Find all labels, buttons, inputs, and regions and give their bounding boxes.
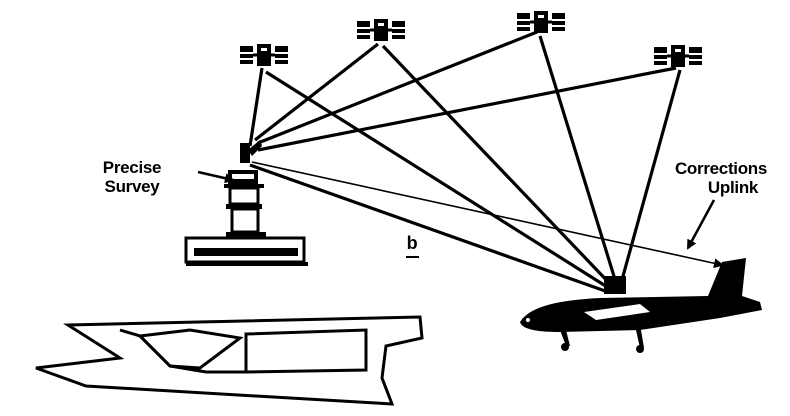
signal-line <box>618 69 682 288</box>
satellite-icon <box>355 17 407 43</box>
satellite-icon <box>652 43 704 69</box>
signal-line <box>248 67 264 147</box>
signal-line <box>254 42 379 142</box>
figure-letter: b <box>406 233 418 253</box>
satellite-icon <box>238 42 290 68</box>
signal-line <box>257 66 677 152</box>
runway-icon <box>35 315 424 406</box>
corrections-uplink-label: Corrections Uplink <box>660 159 782 197</box>
aircraft-icon <box>520 258 762 353</box>
satellite-icon <box>515 9 567 35</box>
precise-survey-label-line: Survey <box>104 177 160 196</box>
signal-line <box>249 163 609 294</box>
control-tower-icon <box>184 140 308 266</box>
precise-survey-label-line: Precise <box>102 158 162 177</box>
survey-pointer-arrow <box>197 170 235 184</box>
precise-survey-label: Precise Survey <box>88 158 176 196</box>
corrections-uplink-label-line: Uplink <box>707 178 759 197</box>
signal-line <box>381 44 616 290</box>
signal-lines <box>248 30 682 294</box>
signal-line <box>265 70 613 292</box>
uplink-pointer-arrow <box>686 199 716 250</box>
uplink-line <box>251 161 724 269</box>
signal-line <box>538 35 619 287</box>
corrections-uplink-label-line: Corrections <box>674 159 768 178</box>
signal-line <box>257 30 538 145</box>
